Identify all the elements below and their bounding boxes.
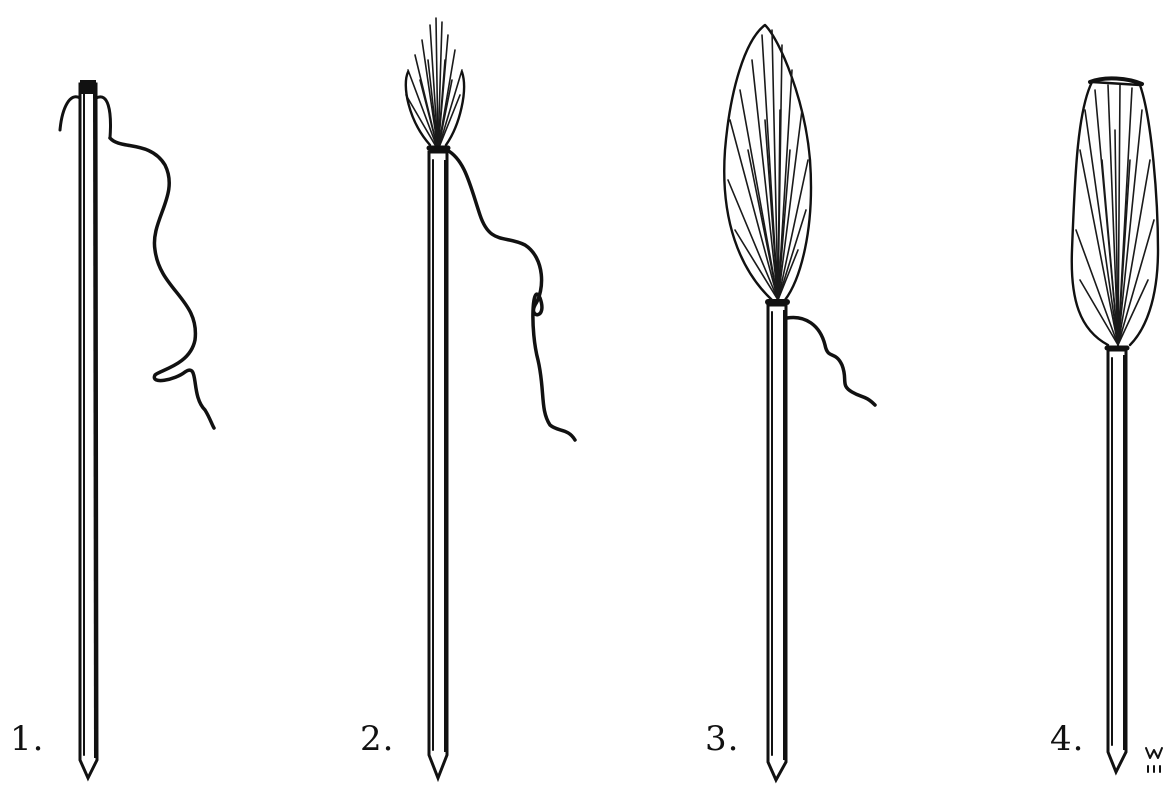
step-2-label: 2.: [360, 722, 394, 756]
tuft-small: [406, 18, 464, 150]
tuft-medium: [724, 25, 811, 300]
step-3-label: 3.: [705, 722, 739, 756]
step-4-drawing: [880, 0, 1165, 787]
step-2-drawing: [290, 0, 580, 787]
step-4-label: 4.: [1050, 722, 1084, 756]
step-4-panel: 4.: [880, 0, 1165, 787]
step-2-panel: 2.: [290, 0, 580, 787]
step-1-label: 1.: [10, 722, 44, 756]
step-3-panel: 3.: [580, 0, 880, 787]
artist-signature: [1142, 740, 1165, 780]
step-1-panel: 1.: [0, 0, 290, 787]
step-1-drawing: [0, 0, 290, 787]
tuft-finished: [1072, 78, 1158, 345]
step-3-drawing: [580, 0, 880, 787]
